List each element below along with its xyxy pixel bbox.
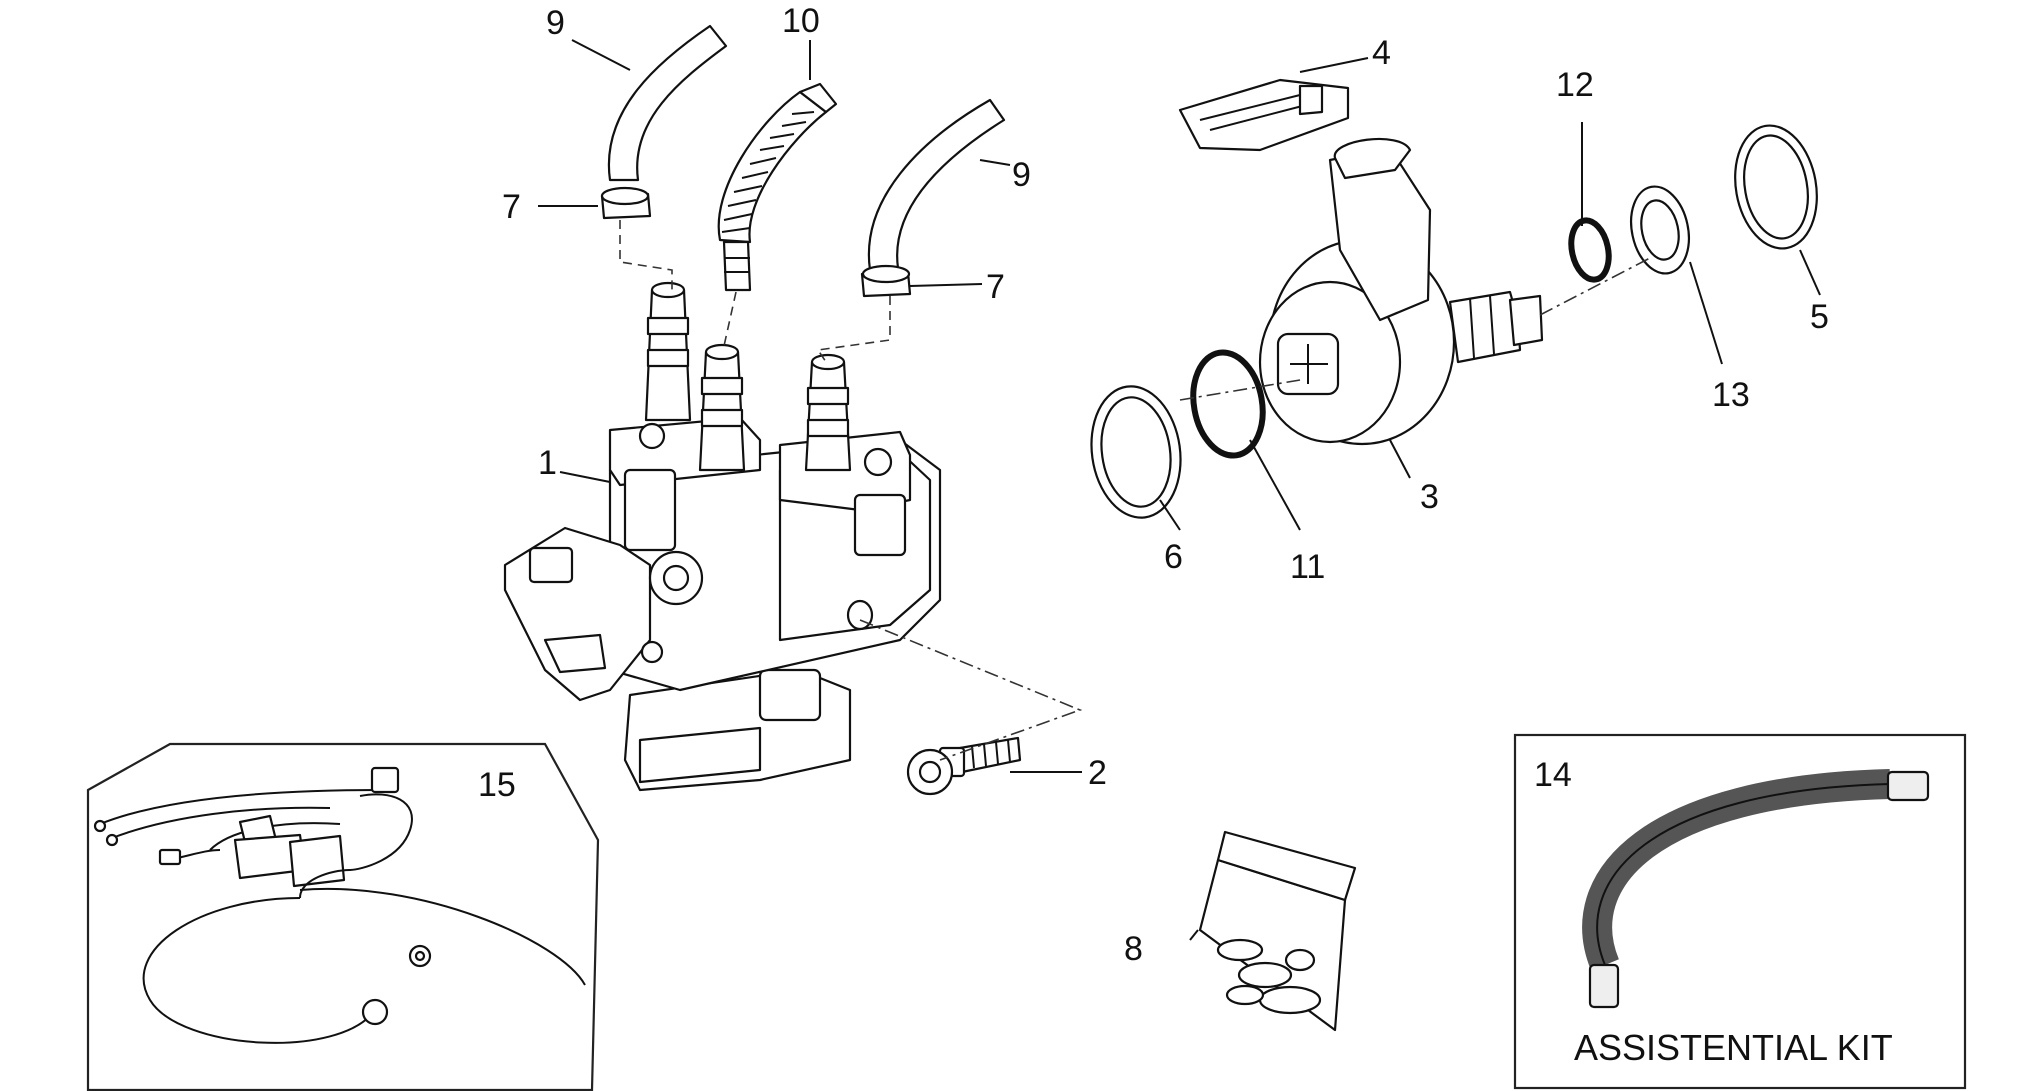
callout-6: 6	[1164, 538, 1183, 576]
callout-15: 15	[478, 766, 516, 804]
part-11-o-ring	[1190, 349, 1266, 459]
callout-13: 13	[1712, 376, 1750, 414]
callout-14: 14	[1534, 756, 1572, 794]
callout-3: 3	[1420, 478, 1439, 516]
part-7-right-clamp	[860, 264, 912, 298]
part-14-assistential-kit-inset	[1513, 733, 1967, 1090]
part-3-filter-housing	[1258, 137, 1544, 446]
callout-labels: 1 2 3 4 5 6 7 7 8 9 9 10 11 12 13 14 15 …	[478, 2, 1893, 1068]
callout-10: 10	[782, 2, 820, 40]
part-12-o-ring	[1568, 217, 1612, 283]
callout-7-right: 7	[986, 268, 1005, 306]
part-13-washer	[1630, 185, 1690, 275]
part-2-bolt	[906, 736, 1022, 796]
part-5-sealing-washer	[1734, 124, 1818, 250]
part-1-oil-pump-body	[503, 281, 942, 792]
callout-9-right: 9	[1012, 156, 1031, 194]
callout-1: 1	[538, 444, 557, 482]
part-10-corrugated-hose	[717, 82, 838, 292]
assistential-kit-label: ASSISTENTIAL KIT	[1574, 1027, 1893, 1068]
leader-lines	[538, 39, 1821, 941]
part-9-left-hose	[607, 24, 728, 182]
callout-4: 4	[1372, 34, 1391, 72]
callout-8: 8	[1124, 930, 1143, 968]
callout-9-left: 9	[546, 4, 565, 42]
part-8-seal-kit-bag	[1198, 830, 1357, 1032]
callout-11: 11	[1290, 548, 1325, 586]
part-6-sealing-washer	[1090, 385, 1182, 519]
part-7-left-clamp	[600, 186, 652, 220]
callout-5: 5	[1810, 298, 1829, 336]
callout-12: 12	[1556, 66, 1594, 104]
assembly-lines	[619, 220, 1651, 761]
part-9-right-hose	[867, 98, 1006, 272]
callout-2: 2	[1088, 754, 1107, 792]
part-4-mounting-bracket	[1178, 78, 1350, 152]
callout-7-left: 7	[502, 188, 521, 226]
part-15-wiring-harness-inset	[86, 742, 600, 1091]
